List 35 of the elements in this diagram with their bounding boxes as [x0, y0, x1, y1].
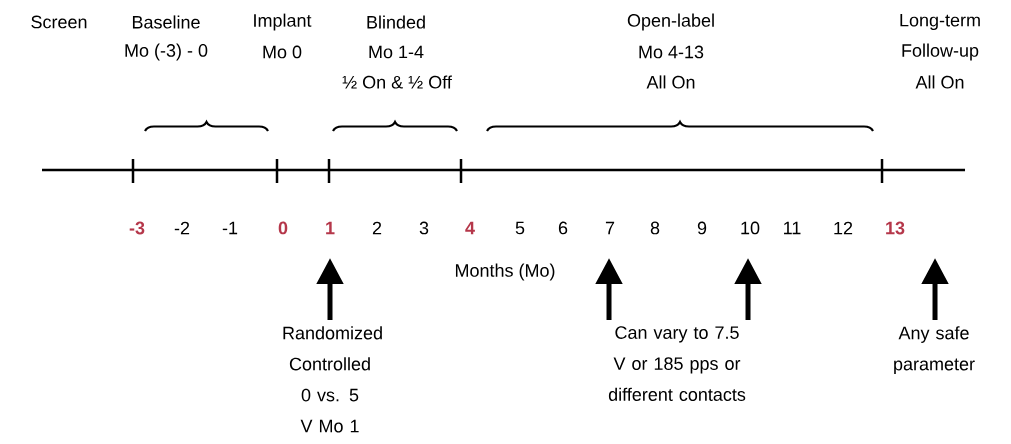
- month-number: 10: [741, 221, 760, 235]
- month-number: 11: [784, 221, 801, 235]
- month-number: 4: [465, 221, 475, 235]
- note-text: Any safe parameter: [894, 326, 975, 374]
- phase-label: Blinded: [367, 15, 425, 29]
- phase-label: All On: [646, 75, 695, 89]
- phase-label: Screen: [31, 15, 87, 29]
- month-number: 12: [834, 221, 853, 235]
- month-number: 9: [697, 221, 707, 235]
- month-number: 3: [419, 221, 429, 235]
- month-number: 5: [515, 221, 525, 235]
- month-number: 0: [278, 221, 288, 235]
- month-number: -2: [174, 221, 190, 235]
- phase-label: Mo 1-4: [369, 45, 424, 59]
- axis-title: Months (Mo): [455, 263, 555, 281]
- month-number: 7: [605, 221, 615, 235]
- month-number: -1: [222, 221, 238, 235]
- note-text: Randomized Controlled 0 vs. 5 V Mo 1: [283, 326, 382, 433]
- month-number: -3: [129, 221, 145, 235]
- phase-label: ½ On & ½ Off: [342, 75, 452, 89]
- phase-label: Mo 4-13: [639, 45, 704, 59]
- month-number: 6: [558, 221, 568, 235]
- phase-label: All On: [915, 75, 964, 89]
- phase-label: Implant: [254, 13, 312, 31]
- phase-label: Follow-up: [902, 43, 979, 61]
- phase-label: Long-term: [900, 13, 980, 31]
- month-number: 2: [372, 221, 382, 235]
- phase-label: Mo (-3) - 0: [125, 43, 208, 61]
- phase-label: Mo 0: [263, 45, 302, 59]
- month-number: 1: [326, 221, 335, 235]
- phase-label: Baseline: [132, 15, 200, 29]
- month-number: 13: [886, 221, 905, 235]
- month-number: 8: [650, 221, 660, 235]
- phase-label: Open-label: [627, 13, 714, 31]
- note-text: Can vary to 7.5 V or 185 pps or different contacts: [608, 326, 746, 401]
